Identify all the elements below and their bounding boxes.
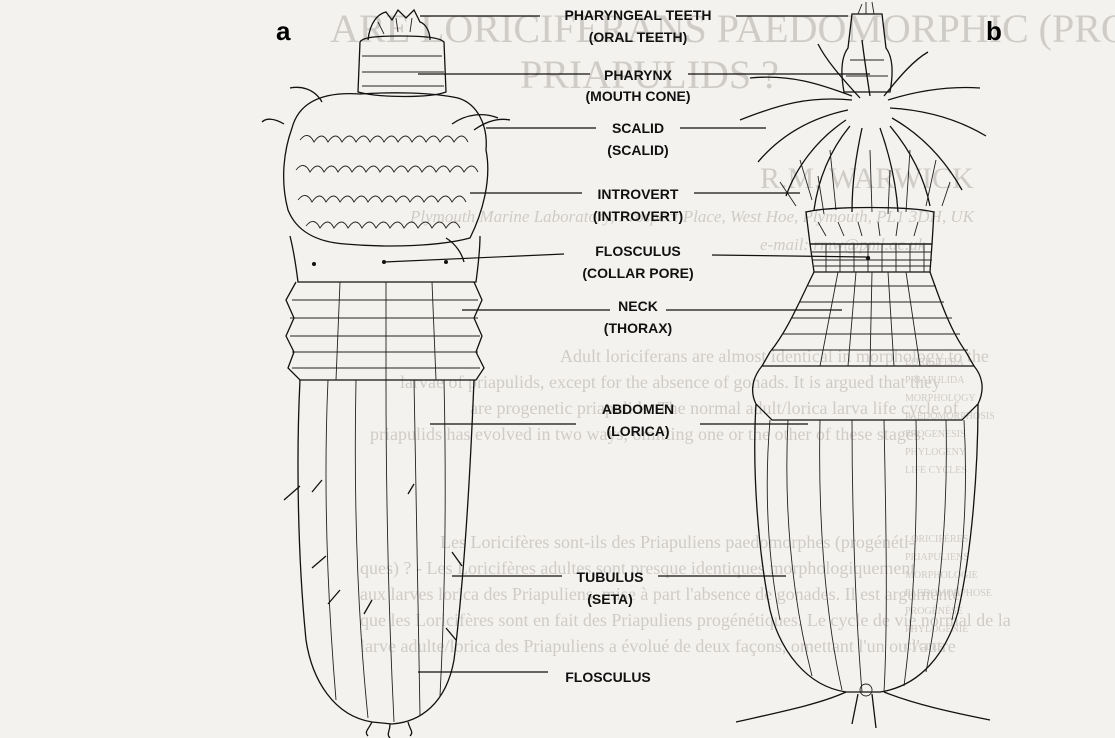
bleed-kw-fr-2: MORPHOLOGIE <box>905 570 978 581</box>
label-mouth-cone-text: (MOUTH CONE) <box>586 88 691 104</box>
label-scalid-paren-text: (SCALID) <box>607 142 668 158</box>
bleed-abstract-en-2: are progenetic priapulids. The normal ad… <box>470 398 958 418</box>
bleed-kw-en-2: MORPHOLOGY <box>905 393 976 404</box>
bleed-abstract-fr-4: larve adulte/lorica des Priapuliens a év… <box>360 636 956 656</box>
label-pharynx-text: PHARYNX <box>604 67 673 83</box>
bleed-kw-fr-0: LORICIFÈRES <box>905 533 968 545</box>
bleed-abstract-fr-2: aux larves lorica des Priapuliens, mise … <box>360 584 960 604</box>
bleed-kw-fr-5: PHYLOGÉNIE <box>905 623 968 635</box>
label-scalid-text: SCALID <box>612 120 664 136</box>
bleed-abstract-fr-0: Les Loricifères sont-ils des Priapuliens… <box>440 532 915 553</box>
label-scalid: SCALID (SCALID) <box>486 120 766 158</box>
label-seta-text: (SETA) <box>587 591 633 607</box>
label-flosculus-text: FLOSCULUS <box>595 243 681 259</box>
label-neck-text: NECK <box>618 298 658 314</box>
bleed-kw-en-4: PROGENESIS <box>905 429 966 440</box>
label-abdomen-text: ABDOMEN <box>602 401 674 417</box>
label-flosculus-bottom-text: FLOSCULUS <box>565 669 651 685</box>
panel-label-a: a <box>276 16 291 46</box>
label-lorica-text: (LORICA) <box>607 423 670 439</box>
label-introvert-text: INTROVERT <box>598 186 679 202</box>
bleed-author: R.M. WARWICK <box>760 162 974 195</box>
label-thorax-text: (THORAX) <box>604 320 672 336</box>
leader-flosculus-a <box>384 254 564 262</box>
bleed-kw-en-5: PHYLOGENY <box>905 447 966 458</box>
panel-label-b: b <box>986 16 1002 46</box>
bleed-kw-en-1: PRIAPULIDA <box>905 375 965 386</box>
bleed-through-text: ARE LORICIFERANS PAEDOMORPHIC (PROGENETI… <box>330 6 1115 656</box>
label-oral-teeth-text: (ORAL TEETH) <box>589 29 688 45</box>
label-pharyngeal-teeth-text: PHARYNGEAL TEETH <box>564 7 711 23</box>
label-collar-pore-text: (COLLAR PORE) <box>582 265 693 281</box>
label-flosculus-posterior: FLOSCULUS <box>418 669 651 685</box>
label-tubulus-text: TUBULUS <box>577 569 644 585</box>
bleed-kw-fr-6: CYCLES <box>905 642 943 653</box>
bleed-kw-fr-3: PAEDOMORPHOSE <box>905 588 992 599</box>
bleed-abstract-en-1: larvae of priapulids, except for the abs… <box>400 372 941 392</box>
label-introvert-paren-text: (INTROVERT) <box>593 208 683 224</box>
bleed-kw-en-6: LIFE CYCLES <box>905 465 967 476</box>
leader-flosculus-b <box>712 255 866 257</box>
bleed-affiliation: Plymouth Marine Laboratory, Prospect Pla… <box>409 207 976 226</box>
